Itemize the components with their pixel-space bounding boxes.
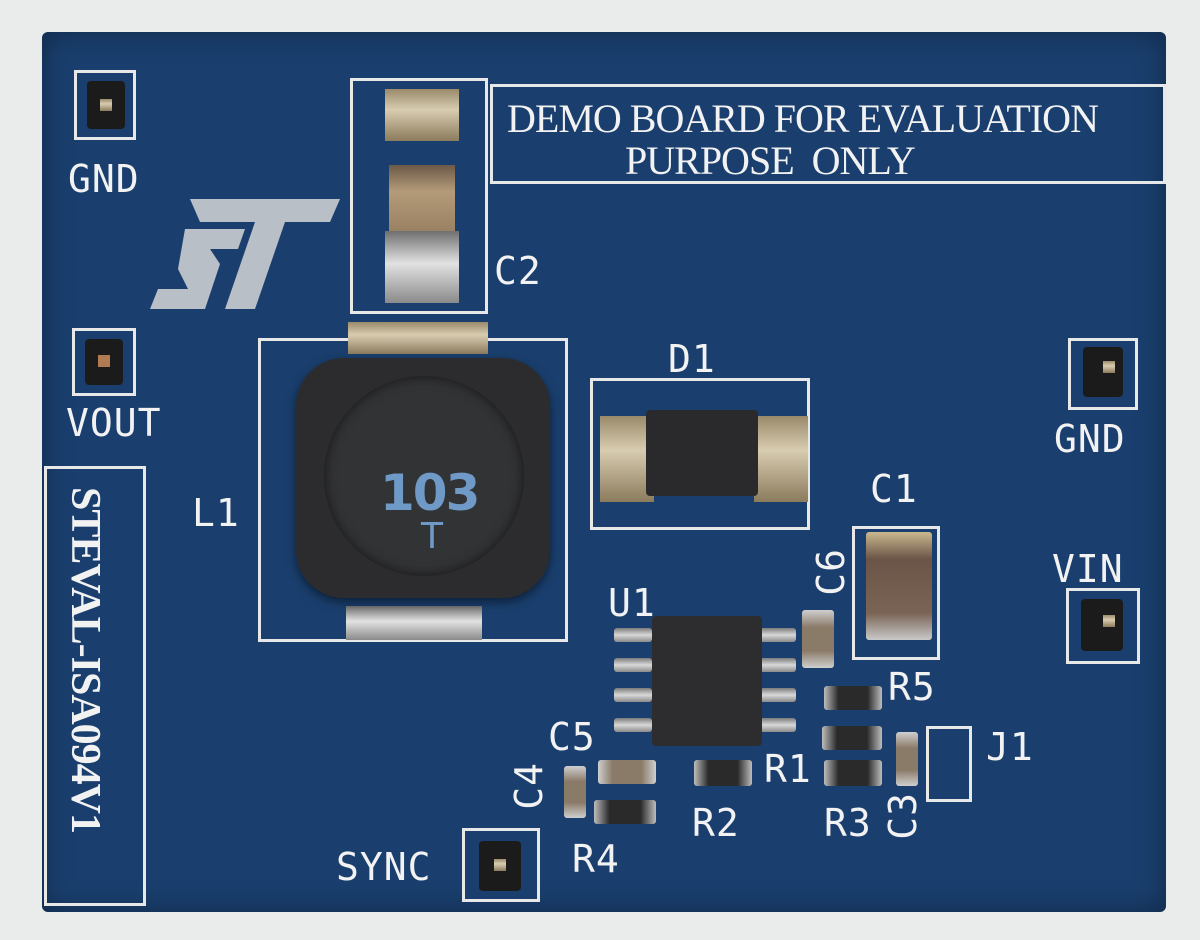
resistor-r5 [824,686,882,710]
inductor-marking-1: 103 [380,464,480,522]
pcb-board: DEMO BOARD FOR EVALUATION PURPOSE ONLY G… [42,32,1166,912]
r2-label: R2 [692,801,740,845]
part-number-box: STEVAL-ISA094V1 [44,466,146,906]
sync-connector[interactable] [462,828,540,902]
j1-label: J1 [986,725,1034,769]
r4-label: R4 [572,837,620,881]
capacitor-c6 [802,610,834,668]
vin-label: VIN [1052,547,1124,591]
gnd-right-pin [1083,347,1123,397]
u1-pin-1 [614,628,652,642]
gnd-right-label: GND [1054,417,1126,461]
c4-label: C4 [507,762,551,810]
c2-pad-bottom [385,231,459,303]
resistor-r1-upper [822,726,882,750]
c1-label: C1 [870,467,918,511]
u1-label: U1 [608,581,656,625]
gnd-right-connector[interactable] [1068,338,1138,410]
vout-pin [85,339,123,385]
c1-outline [852,526,940,660]
d1-pad-right [754,416,808,502]
sync-label: SYNC [336,845,432,889]
d1-outline [590,378,810,530]
c3-label: C3 [881,792,925,840]
inductor-l1: 103 T [296,358,550,598]
u1-pin-8 [758,718,796,732]
u1-pin-3 [614,688,652,702]
c2-pad-top [385,89,459,141]
inductor-core [324,376,524,576]
vin-connector[interactable] [1066,588,1140,664]
capacitor-c3 [896,732,918,786]
capacitor-c5 [598,760,656,784]
gnd-left-connector[interactable] [74,70,136,140]
u1-pin-6 [758,658,796,672]
notice-line-2: PURPOSE ONLY [625,138,916,183]
c2-outline [350,78,488,314]
notice-line-1: DEMO BOARD FOR EVALUATION [507,96,1099,141]
notice-box: DEMO BOARD FOR EVALUATION PURPOSE ONLY [490,84,1166,184]
resistor-near-r1 [694,760,752,786]
vin-pin [1081,599,1123,651]
l1-pad-bottom [346,606,482,640]
resistor-r3 [824,760,882,786]
c5-label: C5 [548,715,596,759]
st-logo [150,194,340,314]
u1-pin-2 [614,658,652,672]
sync-pin [479,841,521,891]
j1-jumper[interactable] [926,726,972,802]
vout-label: VOUT [66,401,162,445]
resistor-r4 [594,800,656,824]
vout-connector[interactable] [72,328,136,396]
capacitor-c1 [866,532,932,640]
u1-pin-4 [614,718,652,732]
d1-pad-left [600,416,654,502]
r1-label: R1 [764,747,812,791]
l1-pad-top [348,322,488,354]
u1-pin-5 [758,628,796,642]
u1-pin-7 [758,688,796,702]
diode-d1 [646,410,758,496]
r3-label: R3 [824,801,872,845]
gnd-left-label: GND [68,157,140,201]
ic-u1 [652,616,762,746]
r5-label: R5 [888,665,936,709]
capacitor-c4 [564,766,586,818]
l1-label: L1 [192,491,240,535]
d1-label: D1 [668,337,716,381]
gnd-left-pin [87,81,125,129]
inductor-marking-2: T [421,516,443,557]
part-number: STEVAL-ISA094V1 [62,487,108,833]
c2-label: C2 [494,249,542,293]
st-logo-graphic [150,199,340,309]
c6-label: C6 [809,548,853,596]
